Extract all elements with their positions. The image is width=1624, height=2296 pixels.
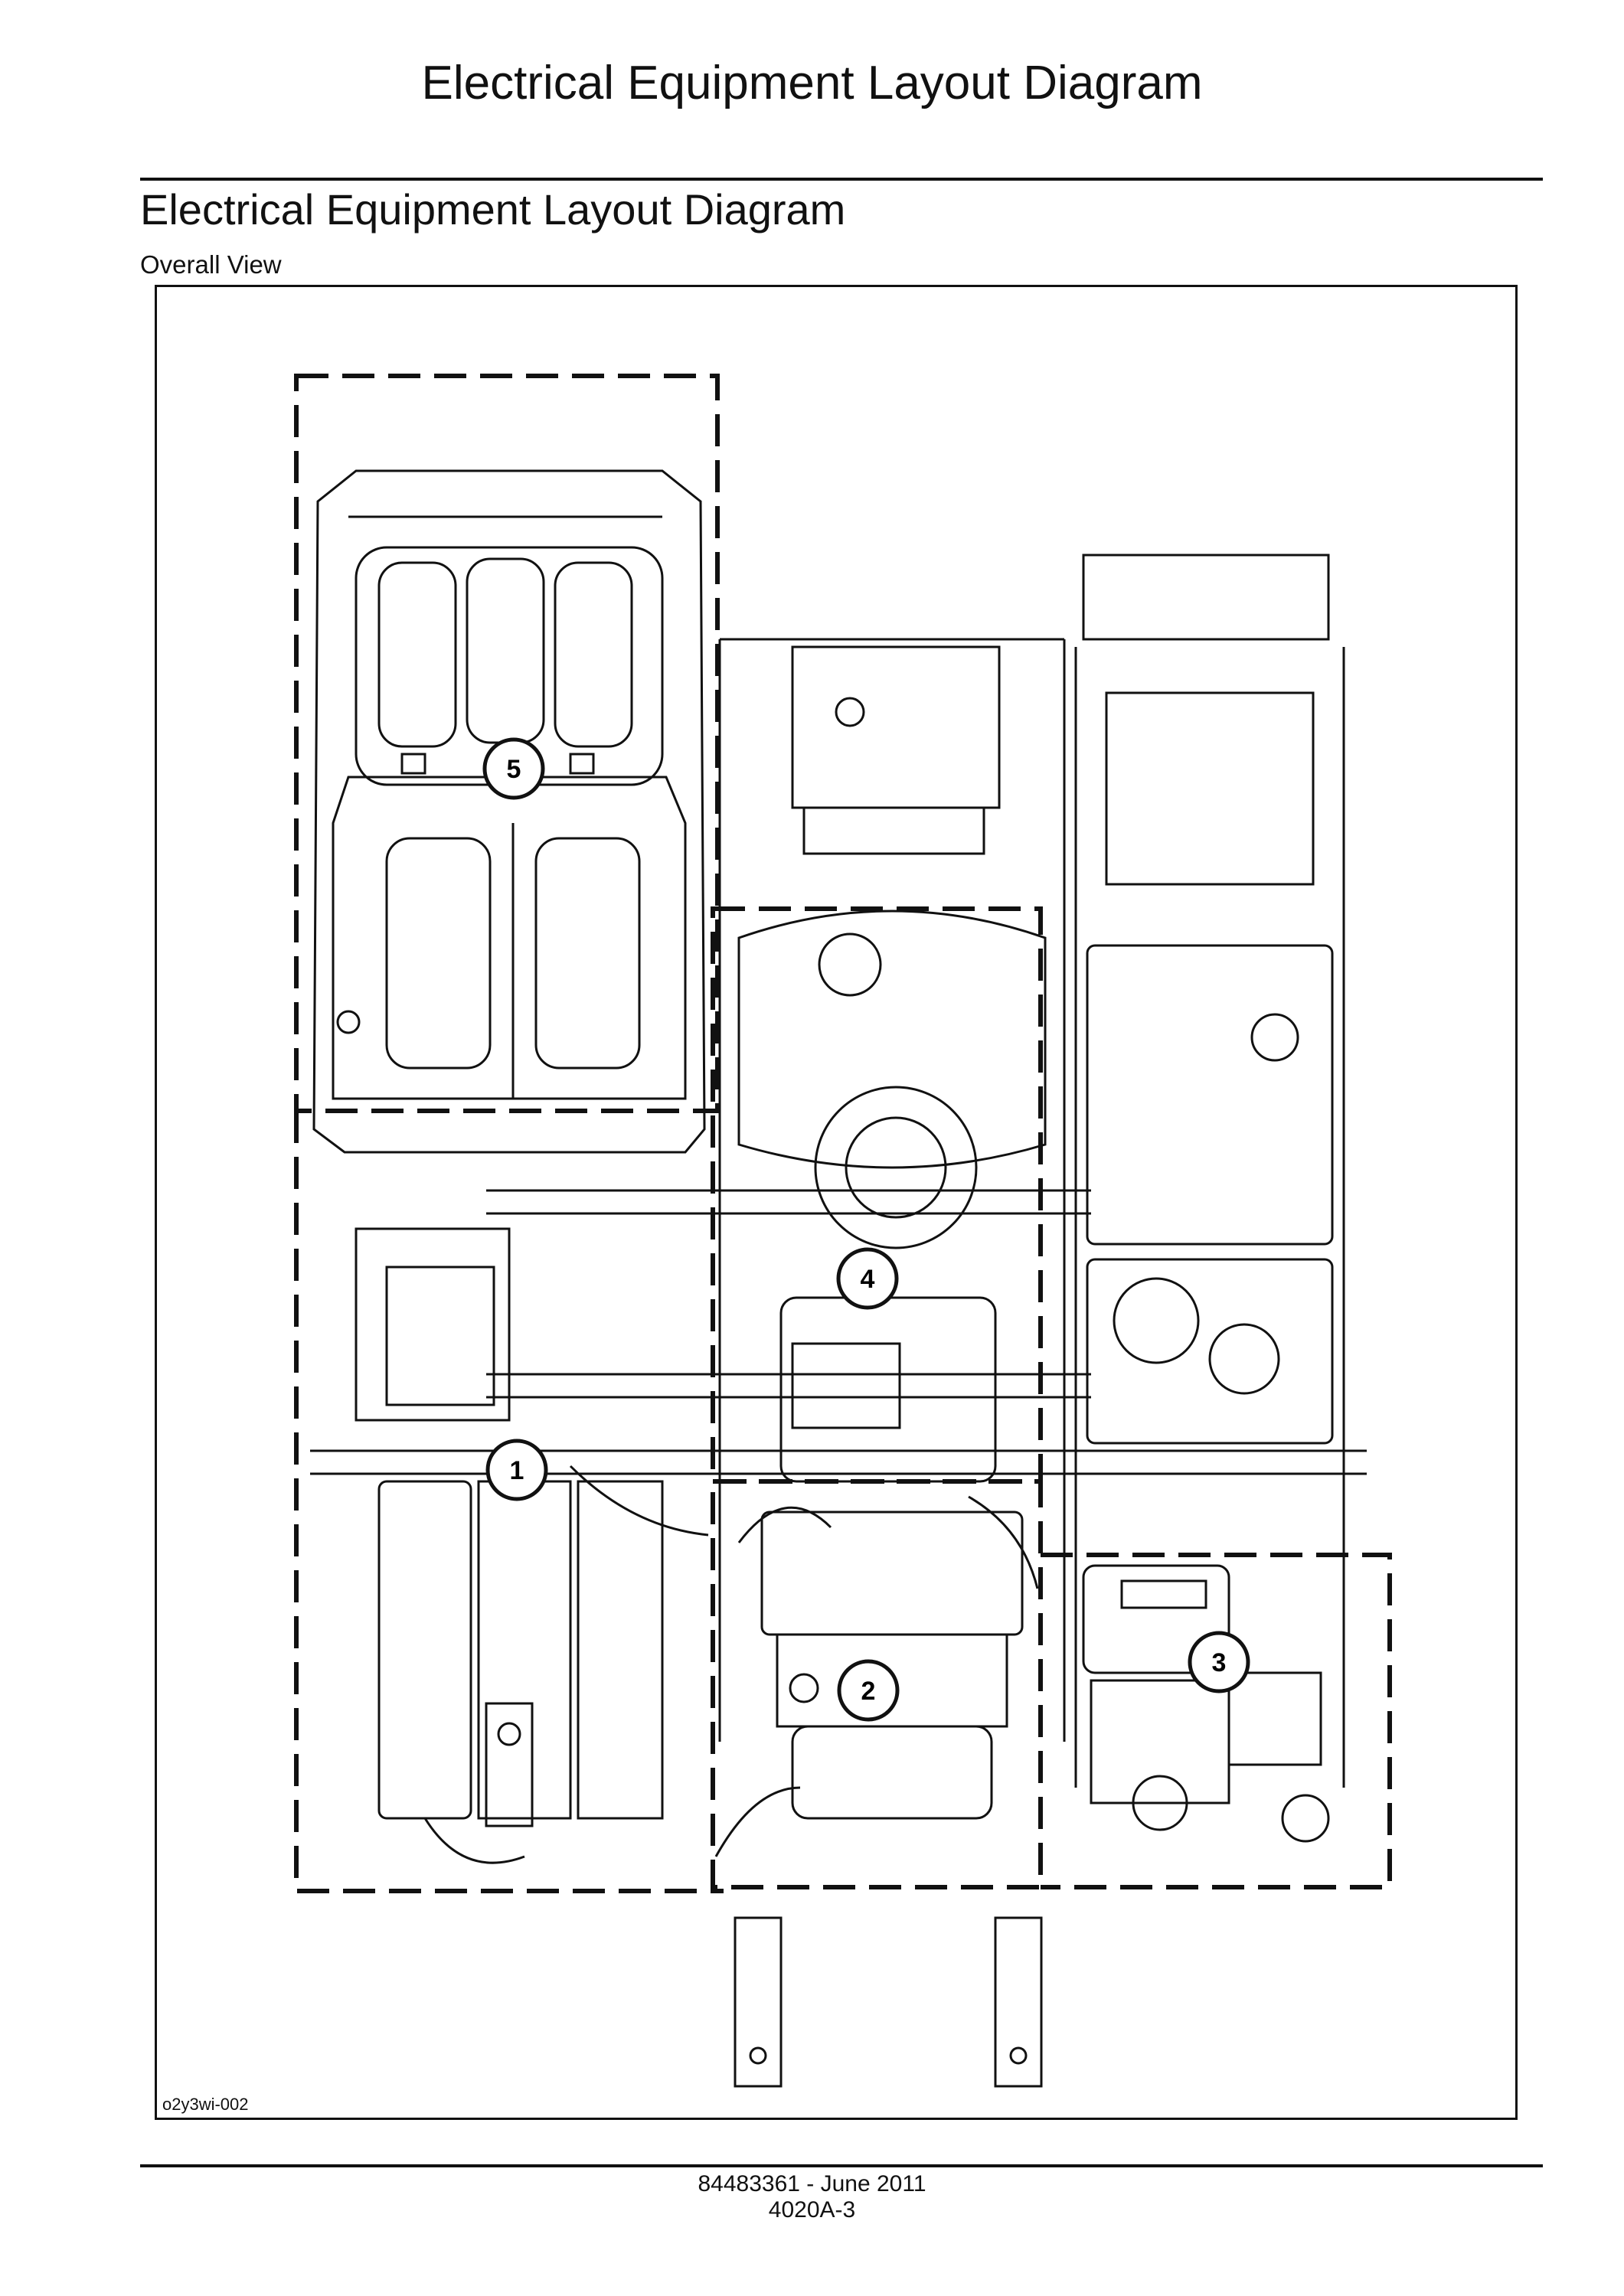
frame-drawing: [310, 638, 1367, 1742]
engine-drawing: [714, 1495, 1039, 1857]
callout-1: 1: [485, 1439, 548, 1501]
callout-3: 3: [1188, 1631, 1250, 1693]
callout-2-label: 2: [861, 1677, 876, 1706]
zone-2-outline: [711, 1479, 1043, 1889]
section-title: Electrical Equipment Layout Diagram: [140, 185, 846, 234]
callout-2: 2: [837, 1659, 900, 1722]
callout-4-label: 4: [861, 1265, 875, 1294]
figure-id: o2y3wi-002: [162, 2095, 249, 2114]
cab-drawing: [312, 469, 706, 1154]
radiator-drawing: [355, 1227, 709, 1864]
document-reference: 84483361 - June 2011: [698, 2171, 926, 2196]
callout-5-label: 5: [507, 755, 521, 784]
subsection-title: Overall View: [140, 250, 282, 279]
page-number: 4020A-3: [768, 2197, 856, 2223]
zone-1-outline: [294, 1111, 724, 1893]
bottom-mounts-drawing: [734, 1916, 1043, 2088]
footer-rule: [140, 2164, 1543, 2167]
layout-drawing: 1 2 3 4 5: [294, 374, 1392, 2088]
callout-3-label: 3: [1212, 1648, 1227, 1677]
zone-3-outline: [1041, 1553, 1392, 1889]
zone-5-outline: [294, 374, 720, 1113]
callout-4: 4: [836, 1247, 899, 1310]
header-rule: [140, 178, 1543, 181]
right-side-drawing: [1074, 554, 1345, 1843]
zone-4-outline: [711, 906, 1043, 1484]
callouts: 1 2 3 4 5: [482, 737, 1250, 1722]
page-title: Electrical Equipment Layout Diagram: [421, 57, 1203, 109]
callout-1-label: 1: [510, 1456, 524, 1485]
callout-5: 5: [482, 737, 545, 800]
layout-figure: 1 2 3 4 5: [155, 285, 1518, 2120]
